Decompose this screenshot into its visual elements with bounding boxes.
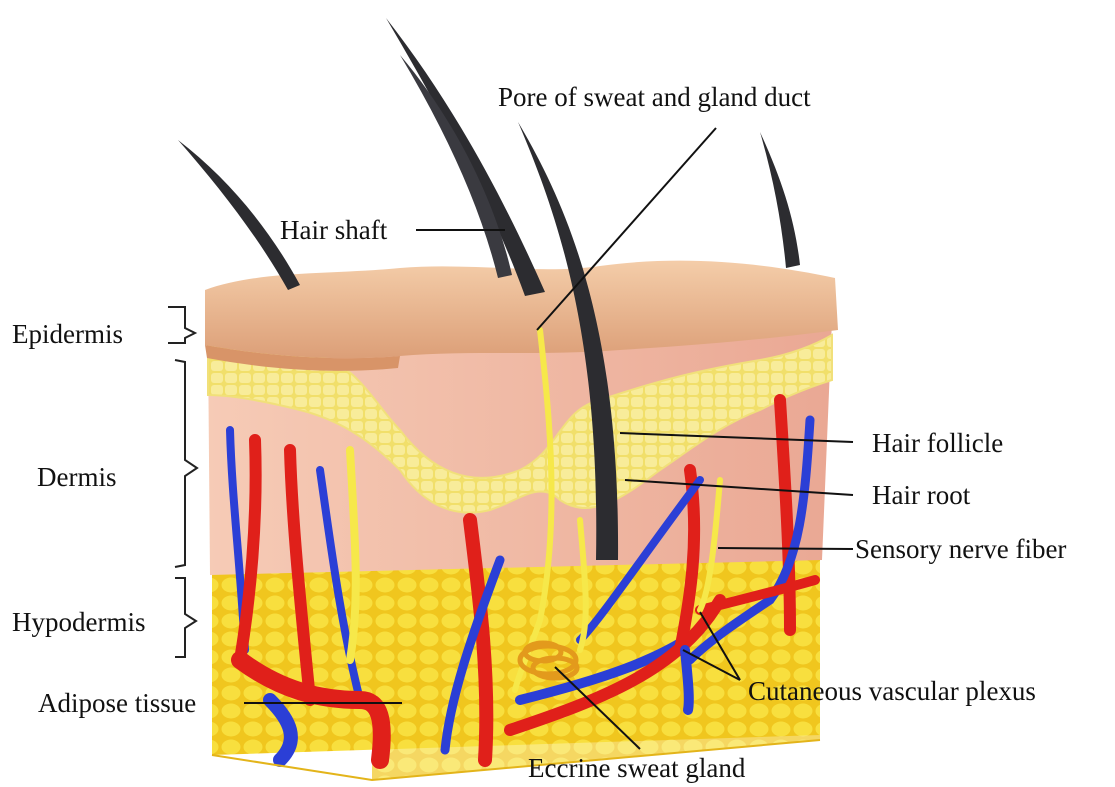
layer-brackets bbox=[168, 307, 197, 657]
label-eccrine: Eccrine sweat gland bbox=[528, 753, 746, 783]
label-hair-follicle: Hair follicle bbox=[872, 428, 1003, 458]
label-hair-shaft: Hair shaft bbox=[280, 215, 388, 245]
label-sensory-nerve: Sensory nerve fiber bbox=[855, 534, 1066, 564]
label-dermis: Dermis bbox=[37, 462, 116, 492]
label-hair-root: Hair root bbox=[872, 480, 971, 510]
label-vascular-plexus: Cutaneous vascular plexus bbox=[748, 676, 1036, 706]
label-pore: Pore of sweat and gland duct bbox=[498, 82, 811, 112]
label-epidermis: Epidermis bbox=[12, 319, 123, 349]
label-hypodermis: Hypodermis bbox=[12, 607, 145, 637]
label-adipose: Adipose tissue bbox=[38, 688, 196, 718]
